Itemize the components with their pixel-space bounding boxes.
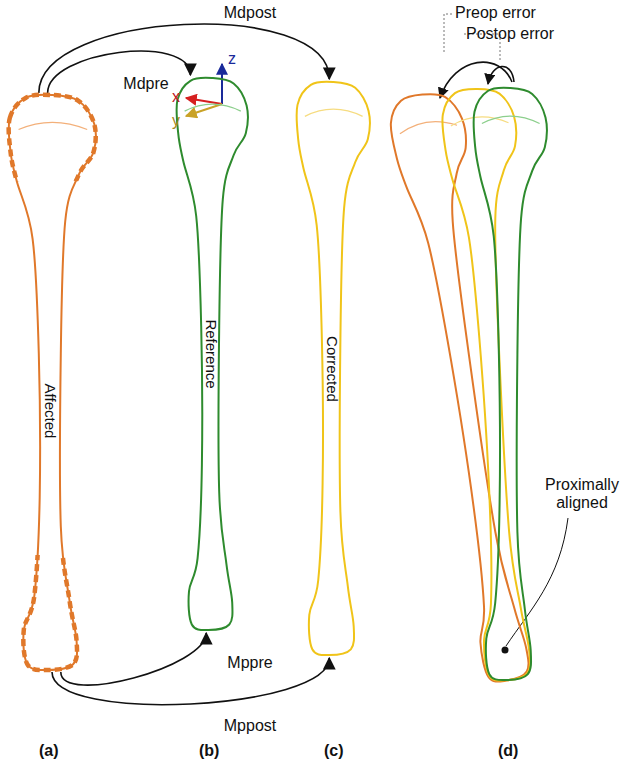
annotation: Proximally aligned	[541, 476, 623, 513]
x-axis	[186, 98, 222, 104]
annotation: Preop error	[455, 4, 536, 22]
panel-label: (a)	[39, 742, 59, 760]
transform-label: Mppost	[222, 717, 278, 735]
panel-label: (d)	[498, 742, 518, 760]
bone-label: Corrected	[324, 336, 339, 402]
transform-arrow	[39, 24, 330, 93]
transform-arrow	[52, 658, 329, 705]
annotation: Postop error	[466, 25, 554, 43]
alignment-dot	[502, 647, 509, 654]
bone-shape: Corrected	[296, 82, 370, 655]
overlaid-bones	[386, 87, 546, 686]
bone-outline	[8, 95, 96, 670]
transform-arrow	[48, 51, 191, 93]
bone-contour	[9, 95, 96, 670]
z-axis	[221, 64, 223, 104]
joint-line	[185, 104, 241, 111]
joint-line	[305, 109, 363, 116]
bone-shape: Affected	[8, 95, 96, 670]
overlay-bone	[441, 87, 547, 683]
leader-line	[444, 14, 452, 54]
panel-label: (b)	[199, 742, 219, 760]
overlay-bone	[474, 88, 547, 680]
transform-label: Mdpre	[121, 75, 170, 93]
panel-label: (c)	[324, 742, 344, 760]
joint-line	[19, 122, 88, 129]
transform-label: Mppre	[225, 654, 274, 672]
bone-label: Reference	[203, 319, 218, 388]
postop-error-arrow	[488, 66, 514, 84]
transform-arrow	[61, 633, 206, 685]
axis-label: z	[228, 50, 236, 68]
axis-label: x	[172, 88, 180, 106]
axis-label: y	[172, 112, 180, 130]
bone-label: Affected	[43, 384, 58, 439]
bone-shape: Reference	[176, 78, 248, 630]
y-axis	[186, 104, 222, 116]
bone-contour	[176, 78, 247, 630]
preop-error-arrow	[440, 62, 512, 98]
transform-label: Mdpost	[222, 4, 278, 22]
bone-contour	[297, 82, 370, 655]
segmented-region	[9, 95, 96, 670]
